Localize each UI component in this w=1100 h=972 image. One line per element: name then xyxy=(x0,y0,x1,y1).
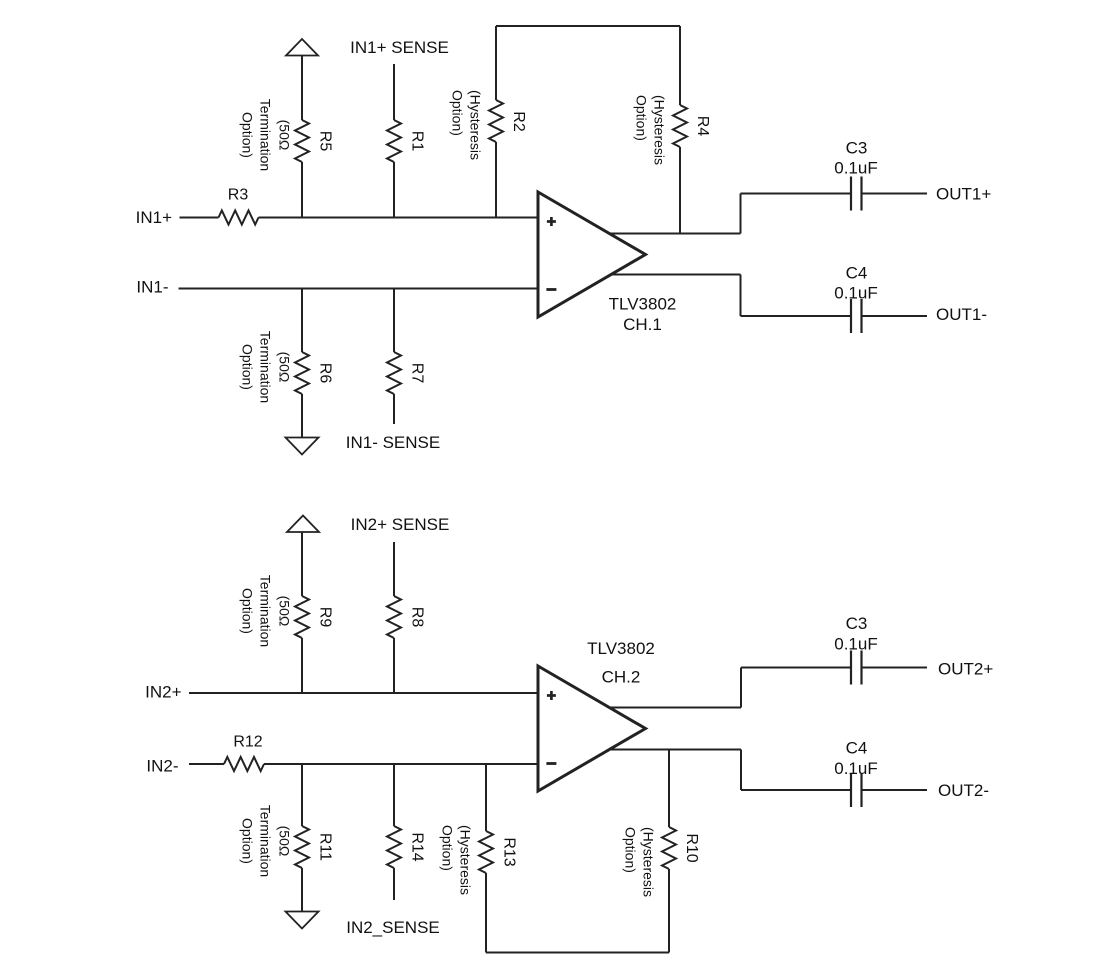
svg-text:(50Ω: (50Ω xyxy=(277,826,293,857)
svg-text:OUT1-: OUT1- xyxy=(936,305,987,324)
svg-text:R6: R6 xyxy=(317,363,334,384)
svg-text:IN2_SENSE: IN2_SENSE xyxy=(346,918,440,937)
svg-text:C4: C4 xyxy=(846,263,868,282)
svg-text:IN2+ SENSE: IN2+ SENSE xyxy=(351,515,450,534)
svg-text:Option): Option) xyxy=(623,827,639,873)
svg-text:OUT2+: OUT2+ xyxy=(938,659,993,678)
svg-text:Option): Option) xyxy=(240,344,256,390)
svg-text:IN1- SENSE: IN1- SENSE xyxy=(346,433,440,452)
svg-text:Termination: Termination xyxy=(258,805,274,877)
svg-text:R2: R2 xyxy=(510,111,527,132)
svg-text:R13: R13 xyxy=(501,837,518,866)
svg-text:R5: R5 xyxy=(317,131,334,152)
svg-text:0.1uF: 0.1uF xyxy=(834,759,877,778)
svg-text:(Hysteresis: (Hysteresis xyxy=(468,90,484,160)
svg-text:C4: C4 xyxy=(846,738,868,757)
svg-text:0.1uF: 0.1uF xyxy=(834,283,877,302)
svg-text:IN1+ SENSE: IN1+ SENSE xyxy=(350,38,449,57)
svg-text:(Hysteresis: (Hysteresis xyxy=(641,827,657,897)
svg-text:Termination: Termination xyxy=(258,99,274,171)
svg-text:CH.2: CH.2 xyxy=(602,667,641,686)
svg-text:(Hysteresis: (Hysteresis xyxy=(458,825,474,895)
svg-text:Option): Option) xyxy=(240,818,256,864)
svg-text:R3: R3 xyxy=(228,187,249,204)
svg-text:(Hysteresis: (Hysteresis xyxy=(652,95,668,165)
svg-text:0.1uF: 0.1uF xyxy=(834,634,877,653)
svg-text:C3: C3 xyxy=(846,138,868,157)
svg-text:R12: R12 xyxy=(233,734,262,751)
svg-text:OUT1+: OUT1+ xyxy=(936,184,991,203)
svg-text:IN2+: IN2+ xyxy=(145,682,181,701)
svg-text:R7: R7 xyxy=(409,363,426,384)
svg-text:TLV3802: TLV3802 xyxy=(609,294,677,313)
svg-text:OUT2-: OUT2- xyxy=(938,781,989,800)
svg-text:Option): Option) xyxy=(240,112,256,158)
svg-text:Termination: Termination xyxy=(258,575,274,647)
svg-text:Option): Option) xyxy=(440,825,456,871)
svg-text:0.1uF: 0.1uF xyxy=(834,158,877,177)
svg-text:R1: R1 xyxy=(409,131,426,152)
svg-text:Option): Option) xyxy=(240,588,256,634)
svg-text:CH.1: CH.1 xyxy=(623,315,662,334)
svg-text:Termination: Termination xyxy=(258,331,274,403)
svg-text:R10: R10 xyxy=(683,833,700,862)
svg-text:R11: R11 xyxy=(317,833,334,861)
svg-text:(50Ω: (50Ω xyxy=(277,352,293,383)
svg-text:IN1+: IN1+ xyxy=(136,208,172,227)
svg-text:(50Ω: (50Ω xyxy=(277,120,293,151)
svg-text:R8: R8 xyxy=(409,607,426,628)
svg-text:(50Ω: (50Ω xyxy=(277,596,293,627)
svg-text:C3: C3 xyxy=(846,614,868,633)
svg-text:Option): Option) xyxy=(450,90,466,136)
svg-text:IN1-: IN1- xyxy=(136,277,168,296)
svg-text:Option): Option) xyxy=(634,95,650,141)
svg-text:R14: R14 xyxy=(409,832,426,861)
svg-text:TLV3802: TLV3802 xyxy=(587,639,655,658)
svg-text:R9: R9 xyxy=(317,607,334,628)
svg-text:R4: R4 xyxy=(694,116,711,137)
svg-text:IN2-: IN2- xyxy=(146,756,178,775)
